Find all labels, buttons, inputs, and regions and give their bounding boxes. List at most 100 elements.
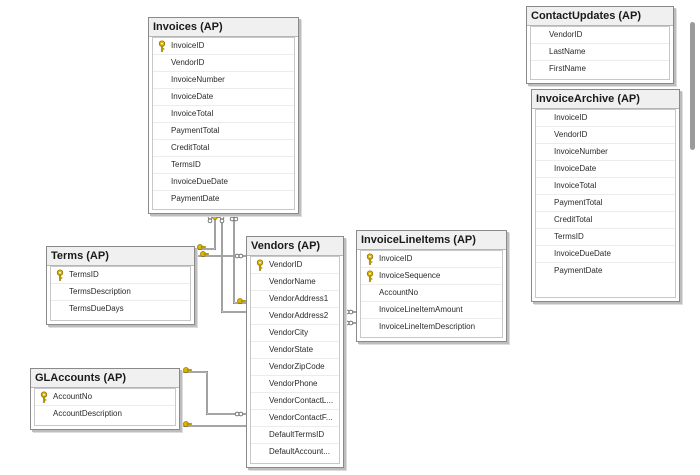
column-row[interactable]: VendorPhone <box>251 376 339 393</box>
column-row[interactable]: DefaultAccount... <box>251 444 339 460</box>
column-row[interactable]: CreditTotal <box>153 140 294 157</box>
table-title[interactable]: Vendors (AP) <box>247 237 343 256</box>
column-row[interactable]: TermsID <box>536 229 675 246</box>
many-end-infinity-icon <box>234 411 244 417</box>
table-title[interactable]: InvoiceArchive (AP) <box>532 90 679 109</box>
column-name: InvoiceDueDate <box>171 177 228 186</box>
column-name: VendorZipCode <box>269 362 325 371</box>
column-row[interactable]: TermsDueDays <box>51 301 190 317</box>
column-row[interactable]: VendorContactL... <box>251 393 339 410</box>
column-name: FirstName <box>549 64 586 73</box>
relationship-line[interactable] <box>233 214 246 304</box>
column-row[interactable]: AccountDescription <box>35 406 175 422</box>
table-title[interactable]: InvoiceLineItems (AP) <box>357 231 506 250</box>
column-row[interactable]: FirstName <box>531 61 669 77</box>
table-invoices[interactable]: Invoices (AP) InvoiceID VendorID InvoiceNu… <box>148 17 299 214</box>
one-end-key-icon <box>183 367 192 373</box>
column-row[interactable]: InvoiceDueDate <box>153 174 294 191</box>
primary-key-icon <box>366 270 374 282</box>
column-row[interactable]: InvoiceDate <box>153 89 294 106</box>
column-row[interactable]: InvoiceLineItemDescription <box>361 319 502 335</box>
column-row[interactable]: AccountNo <box>361 285 502 302</box>
column-name: InvoiceDueDate <box>554 249 611 258</box>
column-row[interactable]: InvoiceLineItemAmount <box>361 302 502 319</box>
column-row[interactable]: InvoiceID <box>361 251 502 268</box>
primary-key-icon <box>56 269 64 281</box>
column-row[interactable]: VendorID <box>153 55 294 72</box>
vertical-scrollbar[interactable] <box>690 22 695 150</box>
column-row[interactable]: CreditTotal <box>536 212 675 229</box>
column-name: VendorID <box>171 58 205 67</box>
column-row[interactable]: InvoiceTotal <box>536 178 675 195</box>
many-end-infinity-icon <box>219 214 225 224</box>
many-end-infinity-icon <box>234 253 244 259</box>
primary-key-icon <box>40 391 48 403</box>
table-title[interactable]: Invoices (AP) <box>149 18 298 37</box>
column-row[interactable]: VendorState <box>251 342 339 359</box>
column-name: PaymentTotal <box>171 126 220 135</box>
column-row[interactable]: VendorName <box>251 274 339 291</box>
table-title[interactable]: GLAccounts (AP) <box>31 369 179 388</box>
column-name: PaymentTotal <box>554 198 603 207</box>
column-row[interactable]: PaymentTotal <box>536 195 675 212</box>
column-row[interactable]: TermsDescription <box>51 284 190 301</box>
column-row[interactable]: DefaultTermsID <box>251 427 339 444</box>
column-name: AccountNo <box>53 392 93 401</box>
column-row[interactable]: InvoiceID <box>153 38 294 55</box>
column-name: InvoiceDate <box>554 164 597 173</box>
column-row[interactable]: VendorID <box>531 27 669 44</box>
column-row[interactable]: InvoiceDueDate <box>536 246 675 263</box>
column-name: VendorName <box>269 277 316 286</box>
column-row[interactable]: InvoiceNumber <box>153 72 294 89</box>
column-name: InvoiceNumber <box>554 147 608 156</box>
column-row[interactable]: InvoiceID <box>536 110 675 127</box>
column-row[interactable]: InvoiceNumber <box>536 144 675 161</box>
column-row[interactable]: InvoiceSequence <box>361 268 502 285</box>
column-name: TermsID <box>69 270 99 279</box>
column-row[interactable]: LastName <box>531 44 669 61</box>
column-row[interactable]: InvoiceTotal <box>153 106 294 123</box>
column-row[interactable]: VendorZipCode <box>251 359 339 376</box>
column-name: VendorID <box>269 260 303 269</box>
relationship-line-inner <box>180 371 246 415</box>
relationship-line[interactable] <box>195 214 216 250</box>
column-row[interactable]: VendorID <box>251 257 339 274</box>
column-row[interactable]: VendorAddress1 <box>251 291 339 308</box>
column-name: AccountNo <box>379 288 419 297</box>
primary-key-icon <box>158 40 166 52</box>
column-name: VendorAddress2 <box>269 311 329 320</box>
one-end-key-icon <box>197 244 206 250</box>
one-end-key-icon <box>183 421 192 427</box>
column-row[interactable]: VendorID <box>536 127 675 144</box>
table-title[interactable]: Terms (AP) <box>47 247 194 266</box>
column-row[interactable]: AccountNo <box>35 389 175 406</box>
column-row[interactable]: VendorContactF... <box>251 410 339 427</box>
column-name: TermsDueDays <box>69 304 124 313</box>
table-title[interactable]: ContactUpdates (AP) <box>527 7 673 26</box>
column-name: InvoiceLineItemDescription <box>379 322 476 331</box>
column-row[interactable]: VendorCity <box>251 325 339 342</box>
column-name: TermsID <box>171 160 201 169</box>
column-row[interactable]: TermsID <box>153 157 294 174</box>
column-name: VendorState <box>269 345 314 354</box>
column-row[interactable]: InvoiceDate <box>536 161 675 178</box>
column-name: VendorCity <box>269 328 309 337</box>
column-row[interactable]: PaymentDate <box>153 191 294 207</box>
column-row[interactable]: VendorAddress2 <box>251 308 339 325</box>
column-row[interactable]: PaymentTotal <box>153 123 294 140</box>
column-row[interactable]: TermsID <box>51 267 190 284</box>
relationship-line[interactable] <box>180 371 246 415</box>
column-row[interactable]: PaymentDate <box>536 263 675 279</box>
one-end-key-icon <box>200 251 209 257</box>
